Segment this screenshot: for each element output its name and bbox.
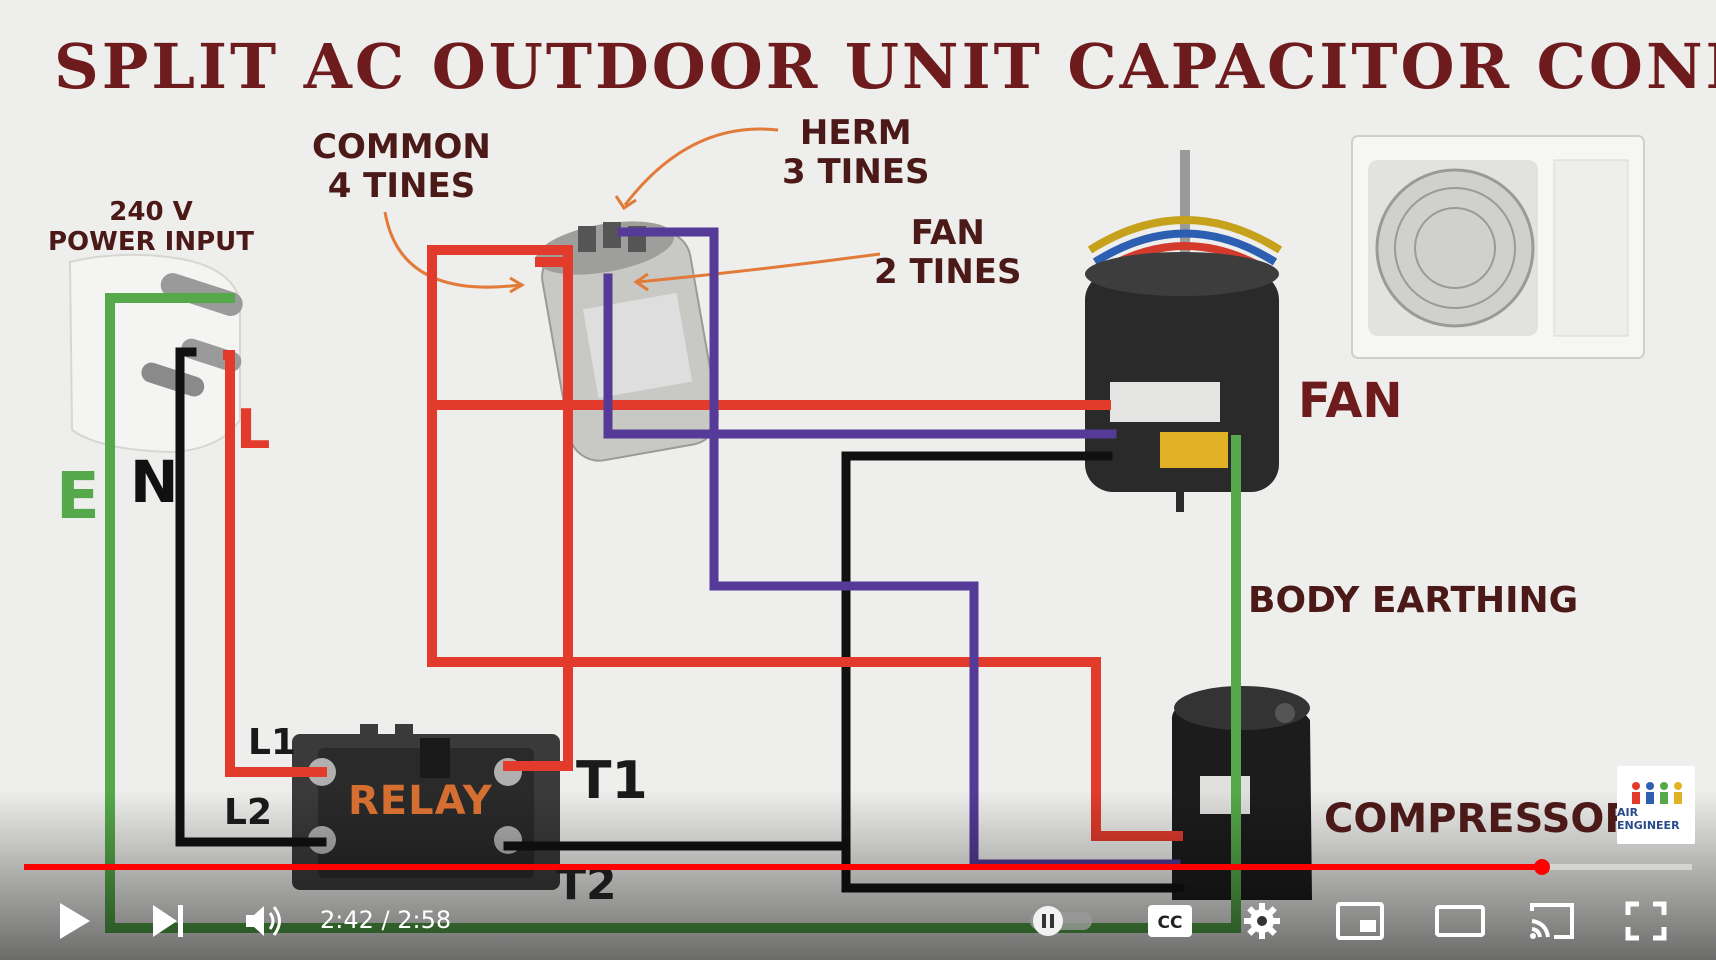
power-socket-image <box>68 253 243 454</box>
settings-button[interactable] <box>1234 882 1290 960</box>
progress-played <box>24 864 1542 870</box>
current-time: 2:42 <box>320 906 374 934</box>
fan-cap-wire <box>603 273 1117 439</box>
earth-wire-label: E <box>56 460 100 534</box>
watermark-figures-icon <box>1632 782 1682 804</box>
power-input-label-line1: 240 V <box>109 197 193 227</box>
fan-capacitor-label: FAN 2 TINES <box>874 213 1022 293</box>
time-display: 2:42 / 2:58 <box>320 906 451 934</box>
time-separator: / <box>381 906 390 934</box>
gear-icon <box>1244 903 1280 939</box>
terminal-t1-label: T1 <box>576 751 648 811</box>
fullscreen-icon <box>1625 901 1667 941</box>
watermark-text: AIR ENGINEER <box>1617 806 1680 832</box>
duration: 2:58 <box>397 906 452 934</box>
next-button[interactable] <box>140 882 196 960</box>
next-icon <box>153 905 183 937</box>
wires <box>105 227 1241 933</box>
common-label-line1: COMMON <box>312 127 491 167</box>
live-wire-label: L <box>236 398 271 461</box>
fan-motor-label: FAN <box>1298 373 1403 429</box>
cast-button[interactable] <box>1522 882 1582 960</box>
channel-watermark[interactable]: AIR ENGINEER <box>1617 766 1695 844</box>
miniplayer-button[interactable] <box>1330 882 1390 960</box>
scrubber-handle[interactable] <box>1533 859 1550 875</box>
volume-button[interactable] <box>236 882 292 960</box>
autoplay-toggle[interactable] <box>1026 882 1096 960</box>
neutral-wire-label: N <box>130 448 179 516</box>
cast-icon <box>1530 903 1574 939</box>
compressor-label: COMPRESSOR <box>1324 796 1636 842</box>
fan-capacitor-label-line1: FAN <box>910 213 985 253</box>
herm-label-line1: HERM <box>799 113 912 153</box>
body-earthing-label: BODY EARTHING <box>1248 580 1579 621</box>
herm-label-line2: 3 TINES <box>782 152 930 193</box>
common-label-line2: 4 TINES <box>327 166 476 207</box>
power-input-label-line2: POWER INPUT <box>48 226 255 257</box>
label-arrows <box>383 127 881 294</box>
outdoor-unit-image <box>1351 135 1645 359</box>
video-title-overlay: SPLIT AC OUTDOOR UNIT CAPACITOR CONNECTI… <box>54 30 1716 103</box>
theater-icon <box>1435 905 1485 937</box>
terminal-l2-label: L2 <box>224 792 272 833</box>
power-input-label: 240 V POWER INPUT <box>48 197 255 258</box>
common-label: COMMON 4 TINES <box>312 127 491 207</box>
progress-bar[interactable] <box>24 859 1692 875</box>
play-icon <box>60 903 90 939</box>
fullscreen-button[interactable] <box>1616 882 1676 960</box>
fan-motor-image <box>1085 150 1283 512</box>
herm-label: HERM 3 TINES <box>782 113 930 193</box>
volume-icon <box>246 906 281 936</box>
svg-text:CC: CC <box>1158 913 1183 933</box>
fan-capacitor-label-line2: 2 TINES <box>874 252 1022 293</box>
player-controls: 2:42 / 2:58 CC <box>0 882 1716 960</box>
theater-mode-button[interactable] <box>1428 882 1492 960</box>
captions-icon: CC <box>1148 905 1192 937</box>
captions-button[interactable]: CC <box>1140 882 1200 960</box>
play-button[interactable] <box>46 882 102 960</box>
live-wire <box>223 350 327 777</box>
autoplay-toggle-icon <box>1030 906 1092 936</box>
miniplayer-icon <box>1336 902 1384 940</box>
terminal-l1-label: L1 <box>248 722 296 763</box>
relay-label: RELAY <box>348 778 493 824</box>
